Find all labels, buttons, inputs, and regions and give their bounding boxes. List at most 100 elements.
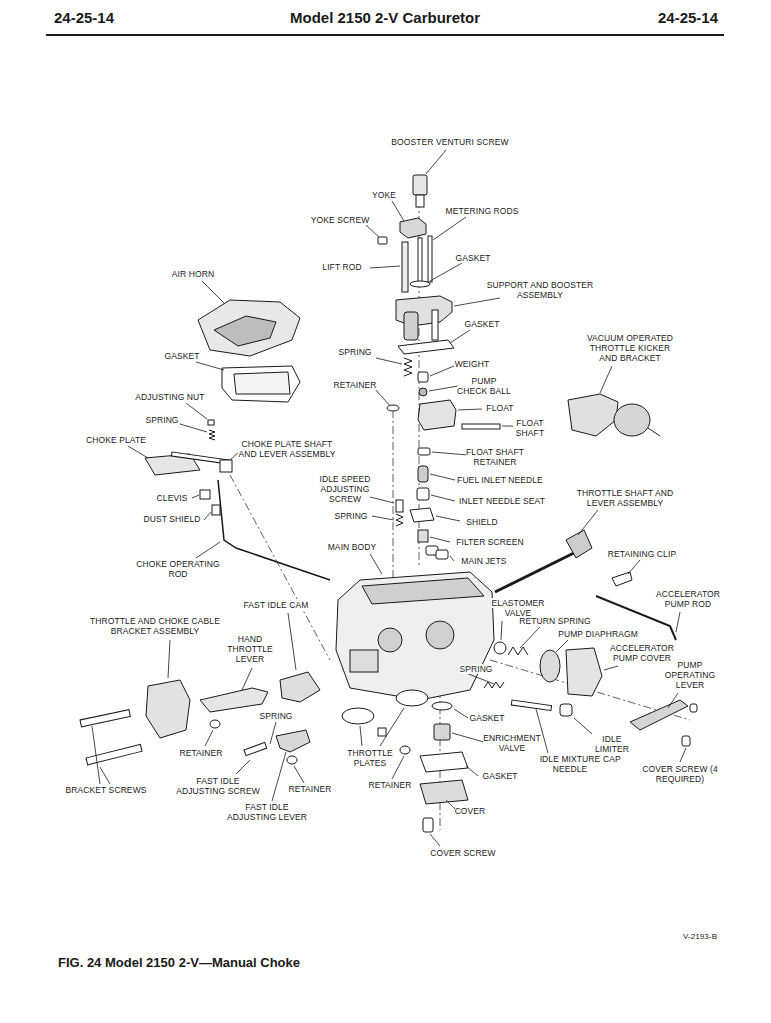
page-number-text: 24-25-14 xyxy=(54,9,114,26)
part-label-text: ADJUSTING NUT xyxy=(135,392,204,402)
part-label-text: FUEL INLET NEEDLE xyxy=(457,475,543,485)
part-label: COVER SCREW xyxy=(428,848,498,858)
part-label-text: MAIN BODY xyxy=(328,542,377,552)
part-label-text: RETAINER xyxy=(368,780,411,790)
part-label: DUST SHIELD xyxy=(140,514,204,524)
part-label-text: GASKET xyxy=(455,253,490,263)
part-label: IDLE MIXTURE NEEDLE xyxy=(535,754,605,774)
part-label-text: IDLE SPEED ADJUSTING SCREW xyxy=(319,474,370,504)
part-label-text: SPRING xyxy=(338,347,371,357)
part-label-text: PUMP OPERATING LEVER xyxy=(665,660,715,690)
part-label-text: SPRING xyxy=(259,711,292,721)
part-label: FLOAT SHAFT RETAINER xyxy=(463,447,527,467)
part-label: MAIN BODY xyxy=(322,542,382,552)
part-label: ADJUSTING NUT xyxy=(130,392,210,402)
part-label: RETAINER xyxy=(363,780,417,790)
part-label-text: RETAINER xyxy=(333,380,376,390)
part-label: FLOAT SHAFT xyxy=(510,418,550,438)
part-label: GASKET xyxy=(448,253,498,263)
part-label-text: BOOSTER VENTURI SCREW xyxy=(391,137,508,147)
part-label-text: COVER xyxy=(455,806,486,816)
part-label-text: SPRING xyxy=(334,511,367,521)
part-label-text: IDLE MIXTURE NEEDLE xyxy=(540,754,601,774)
part-label-text: RETURN SPRING xyxy=(519,616,591,626)
part-label-text: SHIELD xyxy=(466,517,497,527)
part-label: GASKET xyxy=(480,771,520,781)
part-label: FILTER SCREEN xyxy=(452,537,528,547)
part-label-text: YOKE xyxy=(372,190,396,200)
part-label: ENRICHMENT VALVE xyxy=(479,733,545,753)
part-label: METERING RODS xyxy=(440,206,524,216)
part-label-text: IDLE LIMITER CAP xyxy=(595,734,629,764)
part-label: PUMP OPERATING LEVER xyxy=(658,660,722,690)
part-label-text: CHOKE PLATE SHAFT AND LEVER ASSEMBLY xyxy=(238,439,335,459)
part-label: VACUUM OPERATED THROTTLE KICKER AND BRAC… xyxy=(582,333,678,363)
drawing-number: V-2193-B xyxy=(670,932,730,942)
part-label: SPRING xyxy=(137,415,187,425)
part-label-text: LIFT ROD xyxy=(322,262,361,272)
part-label: RETAINER xyxy=(328,380,382,390)
part-label: FAST IDLE ADJUSTING LEVER xyxy=(222,802,312,822)
part-label: BRACKET SCREWS xyxy=(61,785,151,795)
part-label: MAIN JETS xyxy=(456,556,512,566)
part-label: SPRING xyxy=(330,347,380,357)
part-label-text: RETAINING CLIP xyxy=(608,549,676,559)
part-label-text: THROTTLE AND CHOKE CABLE BRACKET ASSEMBL… xyxy=(90,616,220,636)
part-label-text: BRACKET SCREWS xyxy=(65,785,146,795)
part-label-text: AIR HORN xyxy=(172,269,214,279)
part-label-text: FAST IDLE ADJUSTING SCREW xyxy=(176,776,260,796)
part-label: SPRING xyxy=(331,511,371,521)
part-label-text: GASKET xyxy=(482,771,517,781)
part-label-text: SPRING xyxy=(145,415,178,425)
part-label: COVER xyxy=(450,806,490,816)
part-label: FUEL INLET NEEDLE xyxy=(453,475,547,485)
part-label: PUMP DIAPHRAGM xyxy=(556,629,640,639)
part-label: ACCELERATOR PUMP COVER xyxy=(602,643,682,663)
figure-caption: FIG. 24 Model 2150 2-V—Manual Choke xyxy=(58,955,458,971)
part-label-text: MAIN JETS xyxy=(461,556,506,566)
part-label-text: CLEVIS xyxy=(157,493,188,503)
part-label: RETAINING CLIP xyxy=(602,549,682,559)
part-label: YOKE SCREW xyxy=(305,215,375,225)
part-label: BOOSTER VENTURI SCREW xyxy=(380,137,520,147)
part-label-text: HAND THROTTLE LEVER xyxy=(227,634,273,664)
part-label: AIR HORN xyxy=(163,269,223,279)
page-number: 24-25-14 xyxy=(44,9,124,27)
part-label-text: METERING RODS xyxy=(445,206,518,216)
part-label-text: RETAINER xyxy=(288,784,331,794)
part-label: RETAINER xyxy=(283,784,337,794)
part-label: FAST IDLE ADJUSTING SCREW xyxy=(173,776,263,796)
part-label-text: GASKET xyxy=(164,351,199,361)
part-label: FAST IDLE CAM xyxy=(236,600,316,610)
part-label: IDLE SPEED ADJUSTING SCREW xyxy=(305,474,385,504)
part-label: THROTTLE SHAFT AND LEVER ASSEMBLY xyxy=(573,488,677,508)
part-label-text: GASKET xyxy=(464,319,499,329)
part-label: GASKET xyxy=(457,319,507,329)
part-label: GASKET xyxy=(157,351,207,361)
part-label: CHOKE PLATE xyxy=(81,435,151,445)
part-label: YOKE xyxy=(364,190,404,200)
part-label: THROTTLE AND CHOKE CABLE BRACKET ASSEMBL… xyxy=(90,616,220,636)
part-label-text: YOKE SCREW xyxy=(311,215,370,225)
part-label-text: FILTER SCREEN xyxy=(456,537,524,547)
part-label-text: ACCELERATOR PUMP COVER xyxy=(610,643,674,663)
part-label-text: FLOAT SHAFT RETAINER xyxy=(466,447,524,467)
part-label: HAND THROTTLE LEVER xyxy=(225,634,275,664)
part-label: THROTTLE PLATES xyxy=(343,748,397,768)
part-label: RETURN SPRING xyxy=(518,616,592,626)
part-label: SUPPORT AND BOOSTER ASSEMBLY xyxy=(484,280,596,300)
part-label-text: ENRICHMENT VALVE xyxy=(483,733,541,753)
part-label: SHIELD xyxy=(460,517,504,527)
part-label-text: CHOKE PLATE xyxy=(86,435,146,445)
part-label: SPRING xyxy=(456,664,496,674)
part-label: WEIGHT xyxy=(450,359,494,369)
part-label: PUMP CHECK BALL xyxy=(456,376,512,396)
part-label: INLET NEEDLE SEAT xyxy=(454,496,550,506)
part-label: FLOAT xyxy=(483,403,517,413)
part-label: CLEVIS xyxy=(152,493,192,503)
part-label-text: FLOAT SHAFT xyxy=(516,418,544,438)
part-label: ACCELERATOR PUMP ROD xyxy=(653,589,723,609)
part-label-text: RETAINER xyxy=(179,748,222,758)
part-label: CHOKE PLATE SHAFT AND LEVER ASSEMBLY xyxy=(232,439,342,459)
